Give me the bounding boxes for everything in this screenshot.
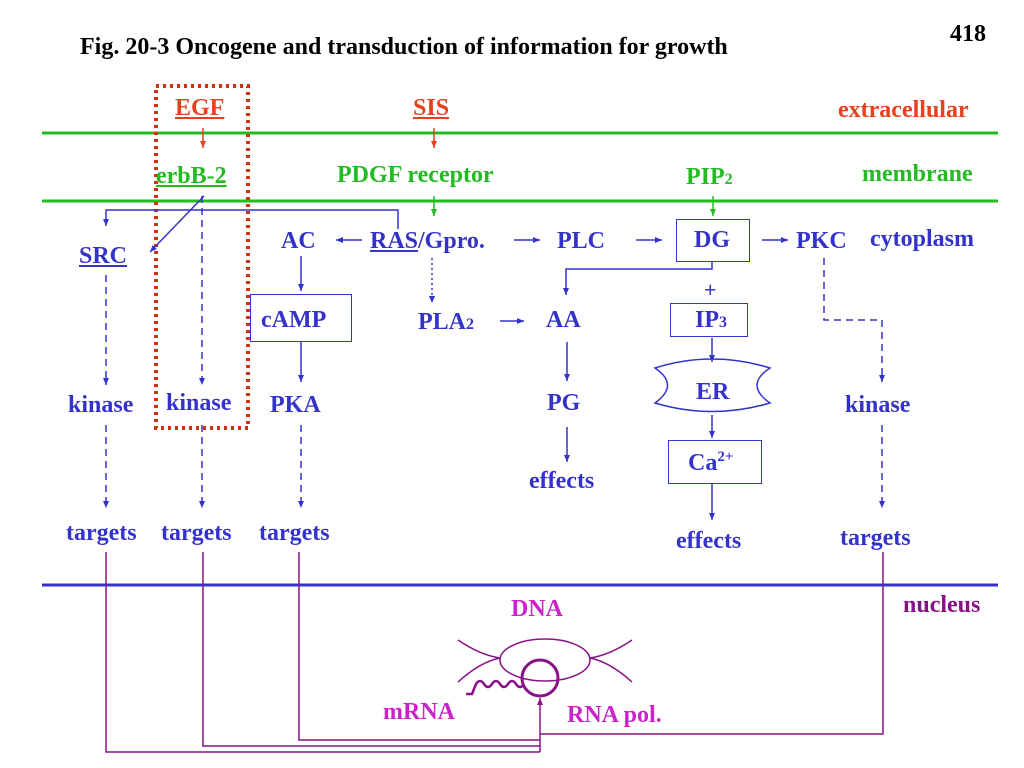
receptor-pdgf: PDGF receptor xyxy=(337,162,494,188)
line-ras-to-src xyxy=(103,209,399,229)
node-er: ER xyxy=(696,379,730,405)
dna-strand-right xyxy=(589,639,633,683)
targets-erbb2: targets xyxy=(161,520,232,546)
dna-ellipse xyxy=(499,638,591,682)
node-kinase-pkc: kinase xyxy=(845,392,911,418)
line-targets3-to-rnapol xyxy=(298,552,540,741)
node-ca-box xyxy=(668,440,762,484)
dna-strand-left xyxy=(457,639,501,683)
pip2-subscript: 2 xyxy=(724,171,733,188)
region-extracellular: extracellular xyxy=(838,97,969,123)
arrow-erbb2-src xyxy=(149,195,205,253)
pla2-label: PLA xyxy=(418,309,466,335)
figure-title: Fig. 20-3 Oncogene and transduction of i… xyxy=(80,34,728,60)
line-targets1-to-rnapol xyxy=(105,552,540,753)
region-nucleus: nucleus xyxy=(903,592,981,618)
er-shape xyxy=(653,358,772,413)
label-rna-pol: RNA pol. xyxy=(567,702,662,728)
node-ip3: IP3 xyxy=(695,308,727,332)
node-ca: Ca2+ xyxy=(688,449,734,476)
line-targets2-to-rnapol xyxy=(202,552,540,747)
pla2-subscript: 2 xyxy=(466,316,474,333)
receptor-pip2: PIP2 xyxy=(686,165,733,189)
label-dna: DNA xyxy=(511,596,563,622)
mrna-squiggle xyxy=(466,679,526,696)
node-pg: PG xyxy=(547,390,581,416)
region-cytoplasm: cytoplasm xyxy=(870,226,974,252)
node-camp: cAMP xyxy=(261,307,327,333)
plus-sign: + xyxy=(704,277,717,302)
line-pkc-kinase xyxy=(823,258,885,382)
targets-pka: targets xyxy=(259,520,330,546)
node-pka: PKA xyxy=(270,392,321,418)
node-pkc: PKC xyxy=(796,228,847,254)
node-ras: RAS xyxy=(370,228,419,254)
node-aa: AA xyxy=(546,307,581,333)
node-gpro: /Gpro. xyxy=(418,228,485,254)
node-effects-pg: effects xyxy=(529,468,595,494)
ca-label: Ca xyxy=(688,450,718,476)
node-src: SRC xyxy=(79,243,128,269)
targets-pkc: targets xyxy=(840,525,911,551)
node-dg: DG xyxy=(694,227,730,253)
node-pla2: PLA2 xyxy=(418,310,474,334)
node-effects-ca: effects xyxy=(676,528,742,554)
pip2-label: PIP xyxy=(686,164,725,190)
targets-src: targets xyxy=(66,520,137,546)
ip3-subscript: 3 xyxy=(719,314,727,331)
node-camp-box xyxy=(250,294,352,342)
rna-polymerase-circle xyxy=(520,658,560,698)
node-ac: AC xyxy=(281,228,316,254)
line-dg-to-aa xyxy=(563,262,713,295)
page-number: 418 xyxy=(950,21,986,47)
ca-superscript: 2+ xyxy=(717,449,734,465)
node-kinase-erbb2: kinase xyxy=(166,390,232,416)
ligand-egf: EGF xyxy=(175,95,225,121)
node-plc: PLC xyxy=(557,228,605,254)
node-kinase-src: kinase xyxy=(68,392,134,418)
ip3-label: IP xyxy=(695,307,719,333)
label-mrna: mRNA xyxy=(383,699,455,725)
ligand-sis: SIS xyxy=(413,95,450,121)
region-membrane: membrane xyxy=(862,161,973,187)
node-ip3-box xyxy=(670,303,748,337)
line-targets4-to-rnapol xyxy=(540,552,884,735)
receptor-erbb2: erbB-2 xyxy=(156,163,227,189)
node-dg-box xyxy=(676,219,750,262)
node-ras-gpro: RAS/Gpro. xyxy=(370,229,485,253)
